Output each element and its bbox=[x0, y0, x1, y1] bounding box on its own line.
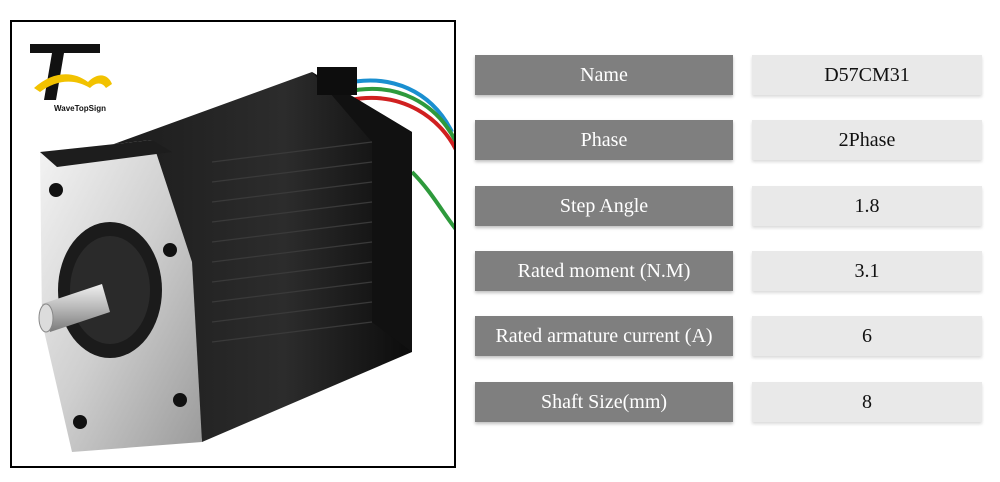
spec-label: Name bbox=[475, 55, 733, 95]
spec-value: D57CM31 bbox=[752, 55, 982, 95]
corner-screws bbox=[49, 183, 187, 429]
spec-value: 3.1 bbox=[752, 251, 982, 291]
brand-logo-icon bbox=[30, 44, 112, 100]
stepper-motor-illustration bbox=[30, 44, 454, 452]
motor-wires bbox=[341, 78, 454, 231]
spec-row-phase: Phase 2Phase bbox=[475, 120, 982, 160]
spec-row-rated-moment: Rated moment (N.M) 3.1 bbox=[475, 251, 982, 291]
spec-value: 6 bbox=[752, 316, 982, 356]
motor-ribs bbox=[211, 141, 373, 343]
spec-row-name: Name D57CM31 bbox=[475, 55, 982, 95]
spec-row-step-angle: Step Angle 1.8 bbox=[475, 186, 982, 226]
spec-value: 1.8 bbox=[752, 186, 982, 226]
spec-label: Shaft Size(mm) bbox=[475, 382, 733, 422]
motor-shaft bbox=[38, 284, 110, 333]
spec-label: Rated armature current (A) bbox=[475, 316, 733, 356]
spec-row-rated-current: Rated armature current (A) 6 bbox=[475, 316, 982, 356]
spec-row-shaft-size: Shaft Size(mm) 8 bbox=[475, 382, 982, 422]
spec-label: Rated moment (N.M) bbox=[475, 251, 733, 291]
product-photo: WaveTopSign bbox=[10, 20, 456, 468]
spec-label: Step Angle bbox=[475, 186, 733, 226]
spec-label: Phase bbox=[475, 120, 733, 160]
spec-value: 2Phase bbox=[752, 120, 982, 160]
wire-connector bbox=[317, 67, 357, 95]
spec-value: 8 bbox=[752, 382, 982, 422]
brand-logo-text: WaveTopSign bbox=[54, 104, 106, 113]
